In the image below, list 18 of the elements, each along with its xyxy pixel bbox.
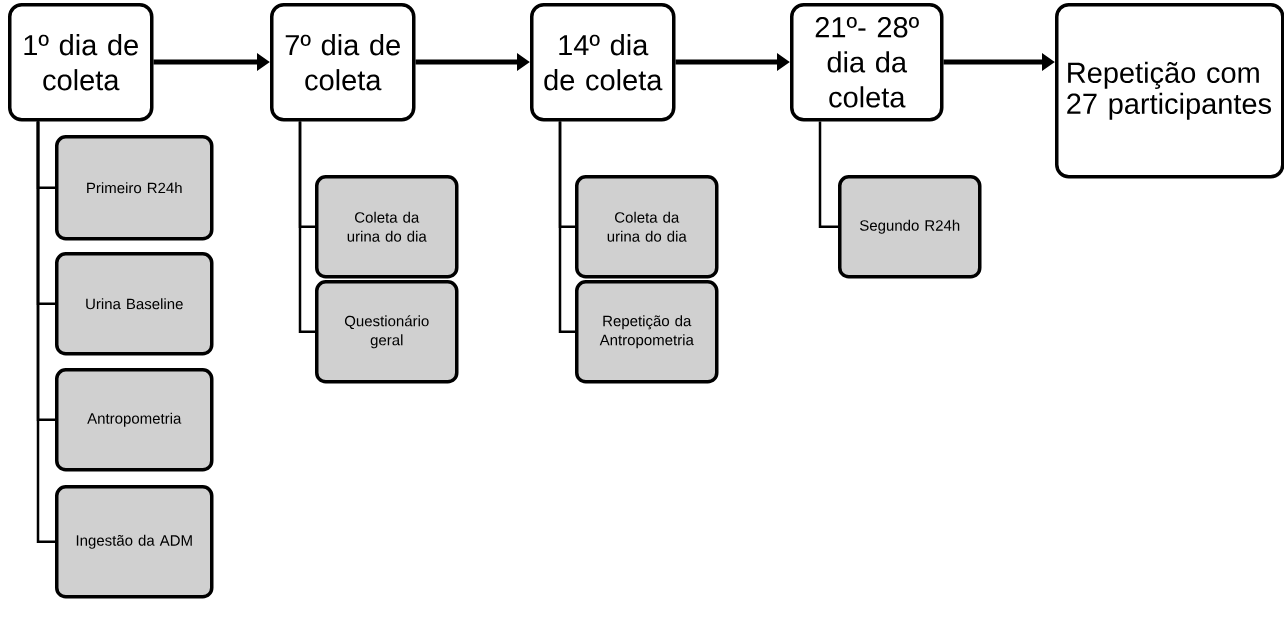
stage-box: 7º dia de coleta (270, 3, 416, 122)
connector-line (36, 121, 55, 543)
stage-box: 1º dia de coleta (8, 3, 154, 122)
connector-line (298, 121, 315, 333)
step-box: Coleta da urina do dia (575, 175, 719, 279)
step-box: Questionário geral (315, 280, 459, 384)
connector-line (818, 121, 838, 228)
stage-box: 14º dia de coleta (530, 3, 676, 122)
stage-box: 21º- 28º dia da coleta (790, 3, 944, 122)
connector-line (558, 121, 575, 333)
step-box: Coleta da urina do dia (315, 175, 459, 279)
step-box: Ingestão da ADM (55, 485, 214, 599)
result-box: Repetição com 27 participantes (1055, 3, 1284, 179)
step-box: Repetição da Antropometria (575, 280, 719, 384)
step-box: Segundo R24h (838, 175, 982, 279)
step-box: Urina Baseline (55, 252, 214, 356)
step-box: Antropometria (55, 368, 214, 472)
step-box: Primeiro R24h (55, 135, 214, 241)
